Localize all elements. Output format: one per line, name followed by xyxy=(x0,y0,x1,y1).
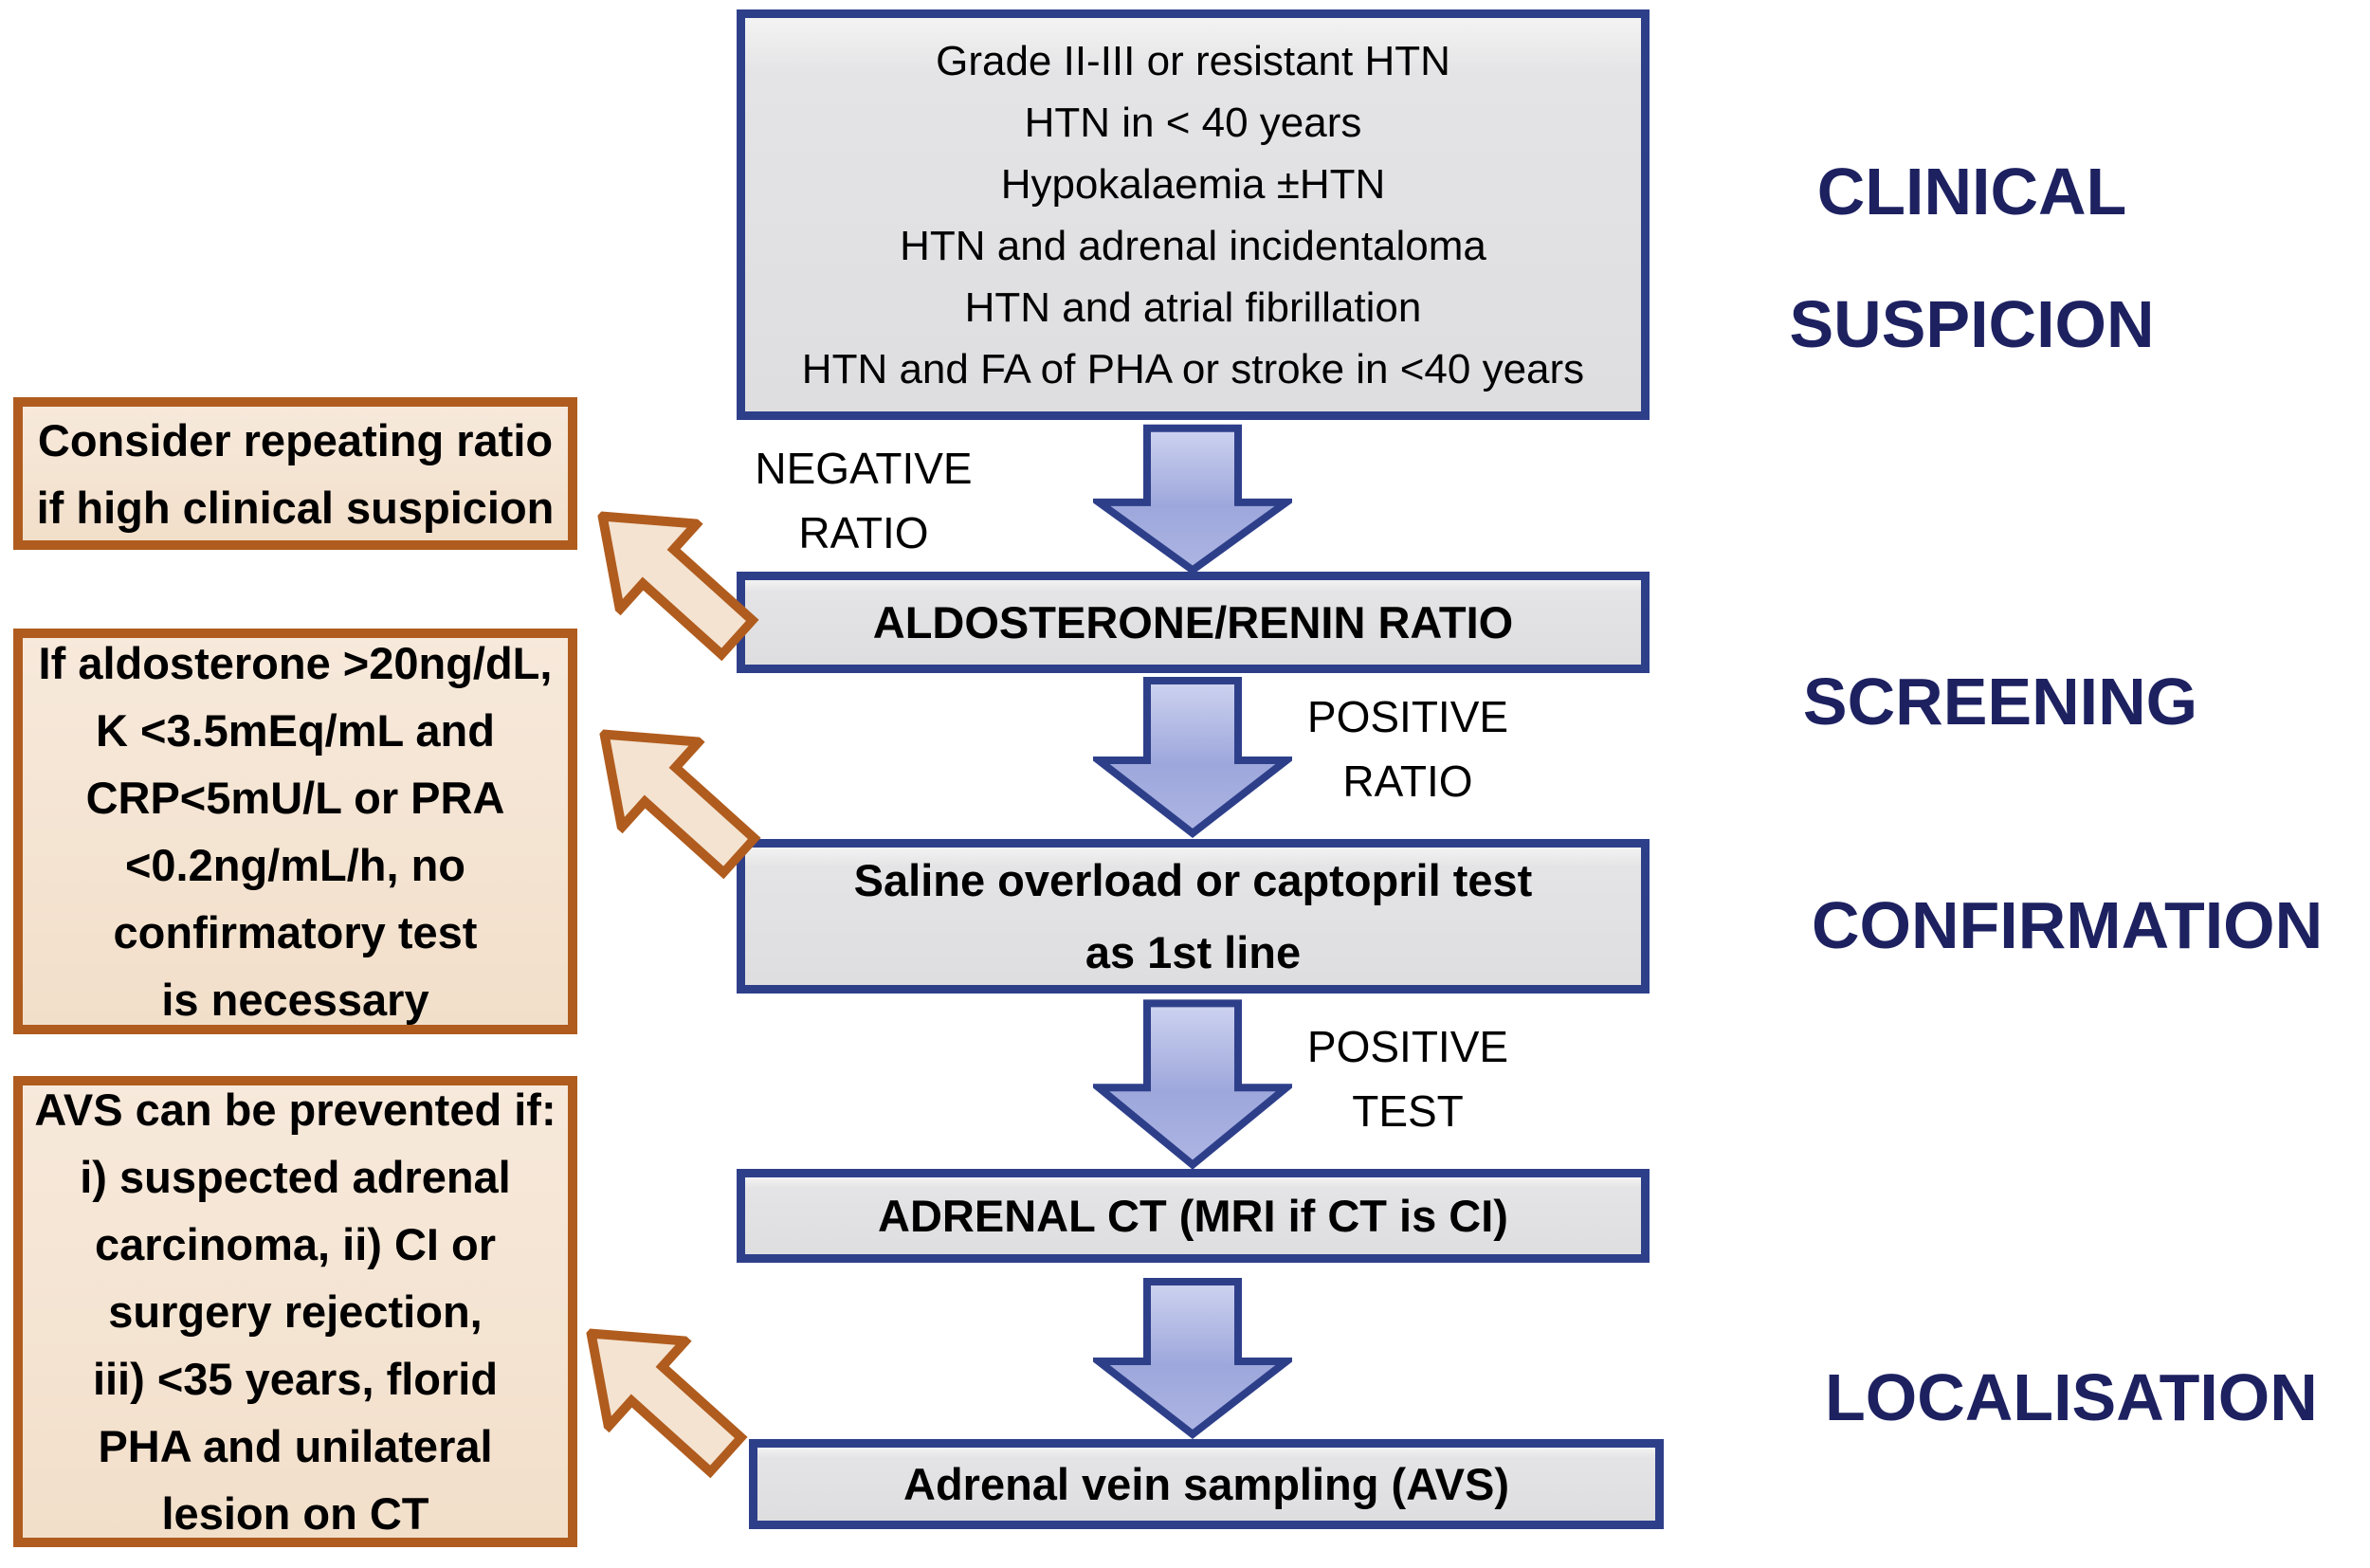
adrenal-ct-box: ADRENAL CT (MRI if CT is CI) xyxy=(737,1169,1650,1263)
note-line: iii) <35 years, florid xyxy=(92,1354,499,1404)
positive-ratio-line: POSITIVE xyxy=(1306,692,1509,741)
positive-ratio-line: RATIO xyxy=(1342,757,1473,806)
note-arrow-icon xyxy=(556,467,782,689)
suspicion-criterion: HTN and adrenal incidentaloma xyxy=(900,222,1486,269)
note-line: K <3.5mEq/mL and xyxy=(96,705,495,756)
note-line: carcinoma, ii) CI or xyxy=(94,1219,497,1269)
note-line: PHA and unilateral xyxy=(98,1421,493,1471)
note-line: i) suspected adrenal xyxy=(80,1152,511,1202)
repeat-ratio-note-box: Consider repeating ratio if high clinica… xyxy=(13,397,577,550)
stage-label-line: CLINICAL xyxy=(1816,155,2127,228)
stage-label-clinical-suspicion: CLINICAL SUSPICION xyxy=(1735,125,2209,391)
positive-ratio-label: POSITIVE RATIO xyxy=(1261,684,1555,813)
note-line: If aldosterone >20ng/dL, xyxy=(38,638,553,688)
avs-box: Adrenal vein sampling (AVS) xyxy=(749,1439,1664,1529)
suspicion-criterion: Grade II-III or resistant HTN xyxy=(936,37,1450,84)
confirmation-box: Saline overload or captopril test as 1st… xyxy=(737,839,1650,994)
screening-box: ALDOSTERONE/RENIN RATIO xyxy=(737,572,1650,673)
note-line: surgery rejection, xyxy=(108,1286,483,1337)
negative-ratio-line: RATIO xyxy=(798,508,929,557)
suspicion-criterion: Hypokalaemia ±HTN xyxy=(1000,160,1386,208)
suspicion-criterion: HTN and atrial fibrillation xyxy=(964,283,1422,331)
stage-label-confirmation: CONFIRMATION xyxy=(1812,888,2324,962)
down-arrow-icon xyxy=(1093,998,1292,1171)
negative-ratio-line: NEGATIVE xyxy=(755,444,973,493)
confirmation-box-line: as 1st line xyxy=(1085,926,1302,977)
screening-box-label: ALDOSTERONE/RENIN RATIO xyxy=(872,597,1514,647)
adrenal-ct-box-label: ADRENAL CT (MRI if CT is CI) xyxy=(878,1191,1508,1241)
down-arrow-icon xyxy=(1093,1277,1292,1440)
avs-box-label: Adrenal vein sampling (AVS) xyxy=(903,1459,1509,1509)
stage-label-screening: SCREENING xyxy=(1802,665,2198,738)
avs-prevention-note-box: AVS can be prevented if: i) suspected ad… xyxy=(13,1076,577,1547)
note-arrow-icon xyxy=(544,1285,771,1506)
suspicion-criterion: HTN in < 40 years xyxy=(1024,99,1362,146)
note-line: lesion on CT xyxy=(161,1488,429,1539)
note-line: is necessary xyxy=(161,975,429,1025)
note-line: confirmatory test xyxy=(113,907,478,957)
positive-test-line: POSITIVE xyxy=(1306,1022,1509,1071)
stage-label-localisation: LOCALISATION xyxy=(1825,1360,2318,1434)
positive-test-label: POSITIVE TEST xyxy=(1261,1014,1555,1143)
stage-label-line: SUSPICION xyxy=(1789,287,2155,361)
note-line: <0.2ng/mL/h, no xyxy=(124,840,466,890)
note-line: AVS can be prevented if: xyxy=(34,1085,556,1135)
suspicion-criterion: HTN and FA of PHA or stroke in <40 years xyxy=(801,345,1585,392)
confirmation-box-line: Saline overload or captopril test xyxy=(853,854,1533,905)
no-confirmatory-test-note-box: If aldosterone >20ng/dL, K <3.5mEq/mL an… xyxy=(13,629,577,1034)
negative-ratio-label: NEGATIVE RATIO xyxy=(717,436,1011,565)
clinical-suspicion-box: Grade II-III or resistant HTN HTN in < 4… xyxy=(737,9,1650,420)
note-arrow-icon xyxy=(557,685,784,907)
note-line: if high clinical suspicion xyxy=(36,482,555,533)
positive-test-line: TEST xyxy=(1352,1086,1464,1136)
note-line: CRP<5mU/L or PRA xyxy=(85,773,505,823)
note-line: Consider repeating ratio xyxy=(37,414,554,465)
down-arrow-icon xyxy=(1093,424,1292,575)
down-arrow-icon xyxy=(1093,676,1292,839)
